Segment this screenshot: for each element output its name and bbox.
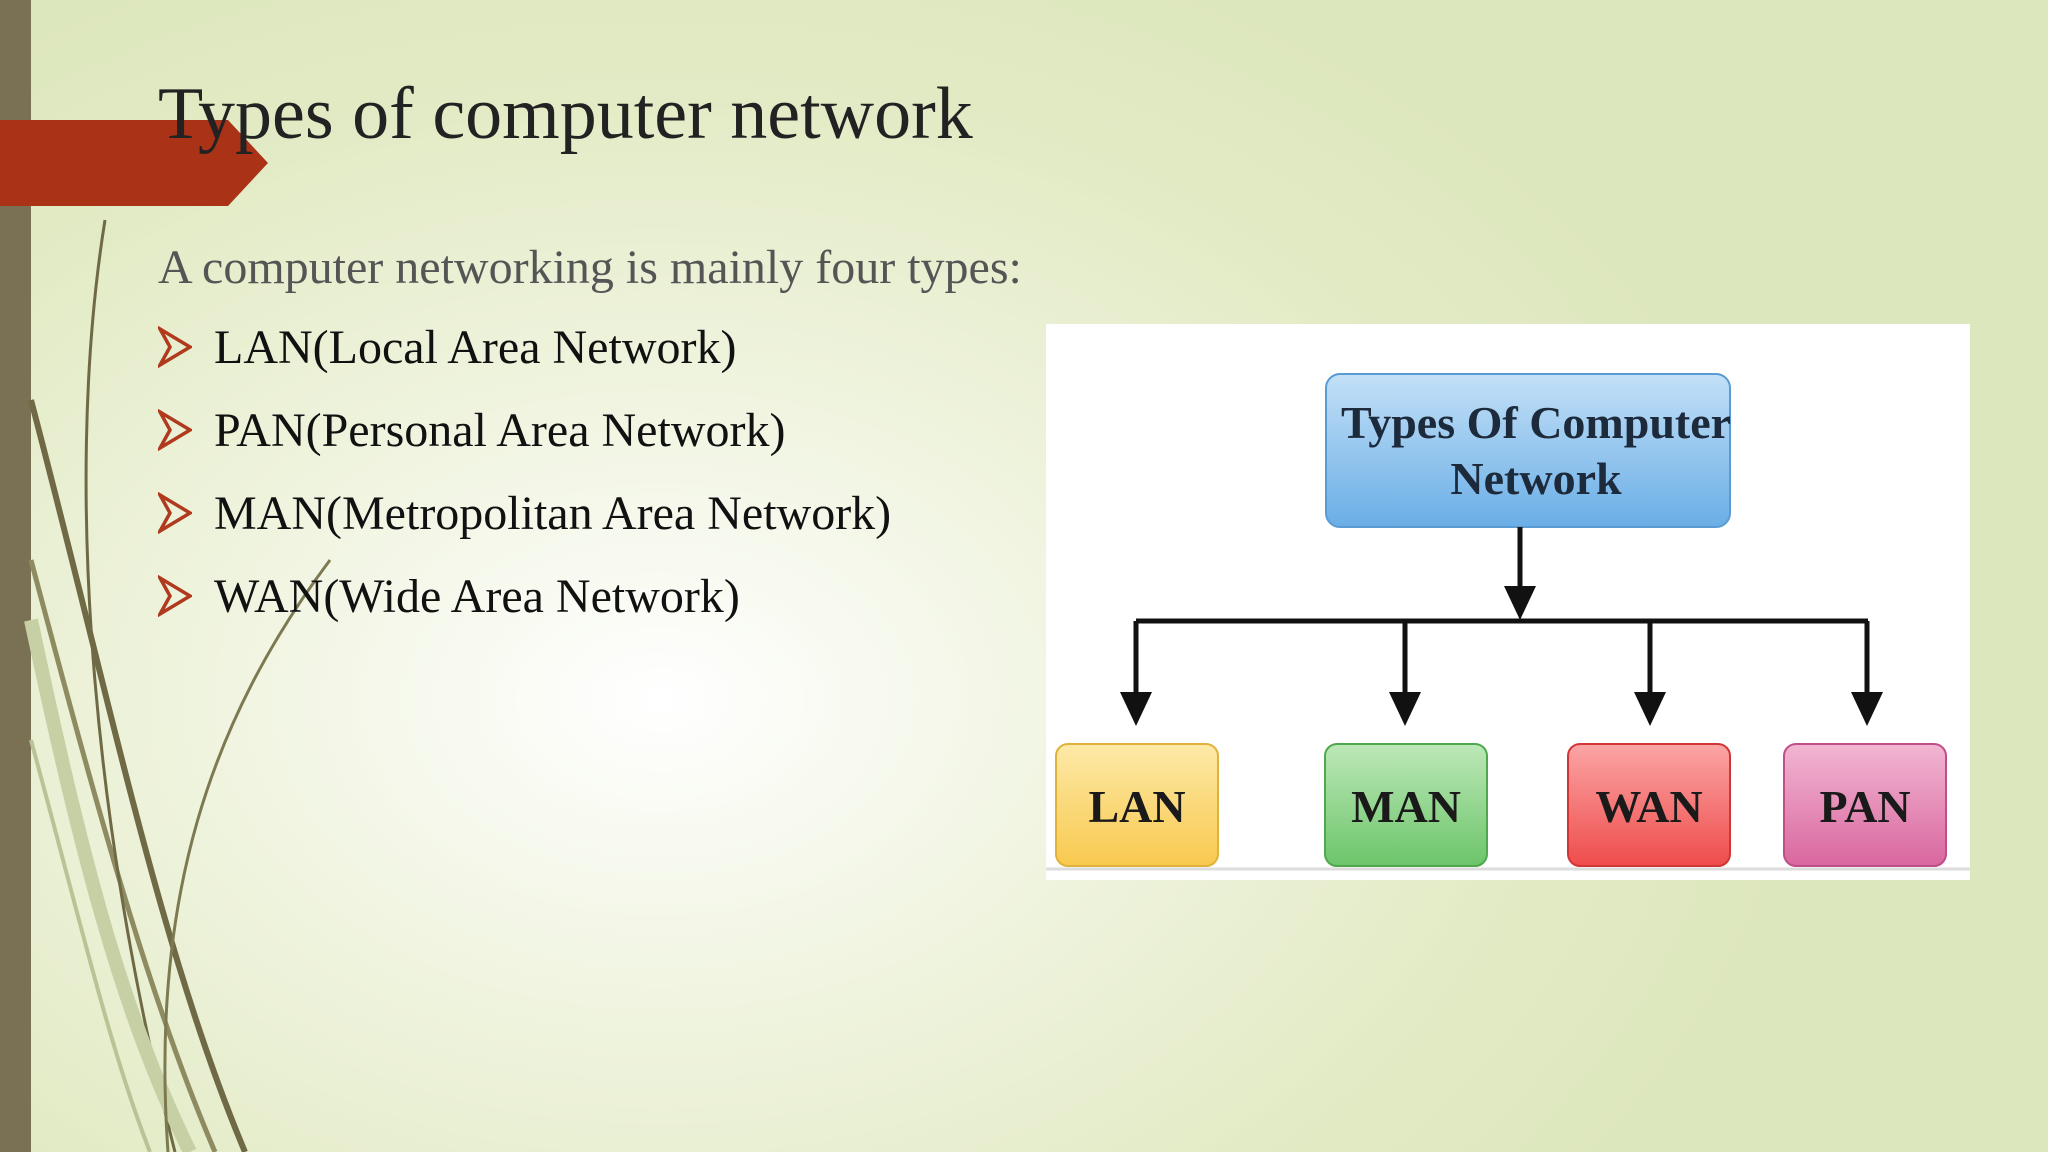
bullet-text: WAN(Wide Area Network): [214, 570, 740, 623]
arrowhead-bullet-icon: [158, 575, 192, 617]
title-accent-banner: [0, 120, 268, 206]
connector-lines: [1133, 527, 1870, 702]
node-wan-label: WAN: [1595, 781, 1702, 832]
bullet-text: MAN(Metropolitan Area Network): [214, 487, 892, 540]
arrowhead-bullet-icon: [158, 326, 192, 368]
bullet-text: LAN(Local Area Network): [214, 321, 737, 374]
node-pan-label: PAN: [1819, 781, 1910, 832]
arrowhead-bullet-icon: [158, 492, 192, 534]
intro-text: A computer networking is mainly four typ…: [158, 241, 1022, 294]
root-node: Types Of Computer Network: [1325, 373, 1731, 528]
arrowheads: [1120, 586, 1883, 726]
slide-title: Types of computer network: [158, 73, 973, 155]
arrowhead-bullet-icon: [158, 409, 192, 451]
node-pan: PAN: [1783, 743, 1947, 867]
root-label-line1: Types Of Computer: [1341, 397, 1731, 448]
node-lan: LAN: [1055, 743, 1219, 867]
decorative-curves: [24, 219, 332, 1152]
network-types-diagram: Types Of Computer Network LAN MAN WAN PA…: [1046, 324, 1970, 880]
node-wan: WAN: [1567, 743, 1731, 867]
node-man-label: MAN: [1351, 781, 1461, 832]
node-lan-label: LAN: [1088, 781, 1185, 832]
root-label-line2: Network: [1450, 453, 1622, 504]
bullet-text: PAN(Personal Area Network): [214, 404, 786, 457]
node-man: MAN: [1324, 743, 1488, 867]
